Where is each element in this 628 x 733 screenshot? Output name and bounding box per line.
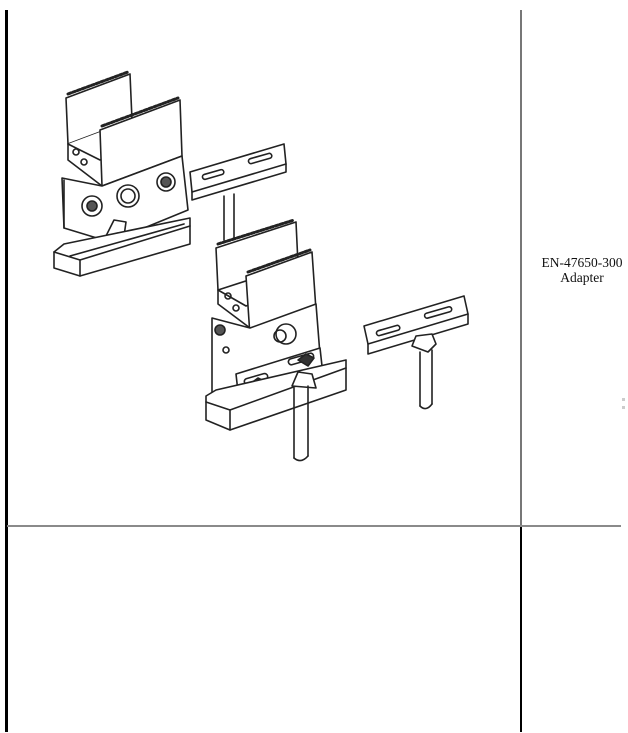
column-divider-bottom	[520, 527, 522, 732]
part-caption: EN-47650-300 Adapter	[522, 255, 628, 285]
lower-bracket-assembly	[205, 218, 347, 462]
table-left-border	[5, 10, 8, 732]
row-divider	[7, 525, 621, 527]
part-name: Adapter	[560, 270, 604, 285]
part-number: EN-47650-300	[541, 255, 623, 270]
column-divider-top	[520, 10, 522, 526]
scroll-marks	[622, 398, 626, 412]
adapter-illustration	[40, 60, 480, 470]
upper-bracket-assembly	[53, 70, 287, 277]
loose-crossbar-pin	[363, 295, 469, 410]
